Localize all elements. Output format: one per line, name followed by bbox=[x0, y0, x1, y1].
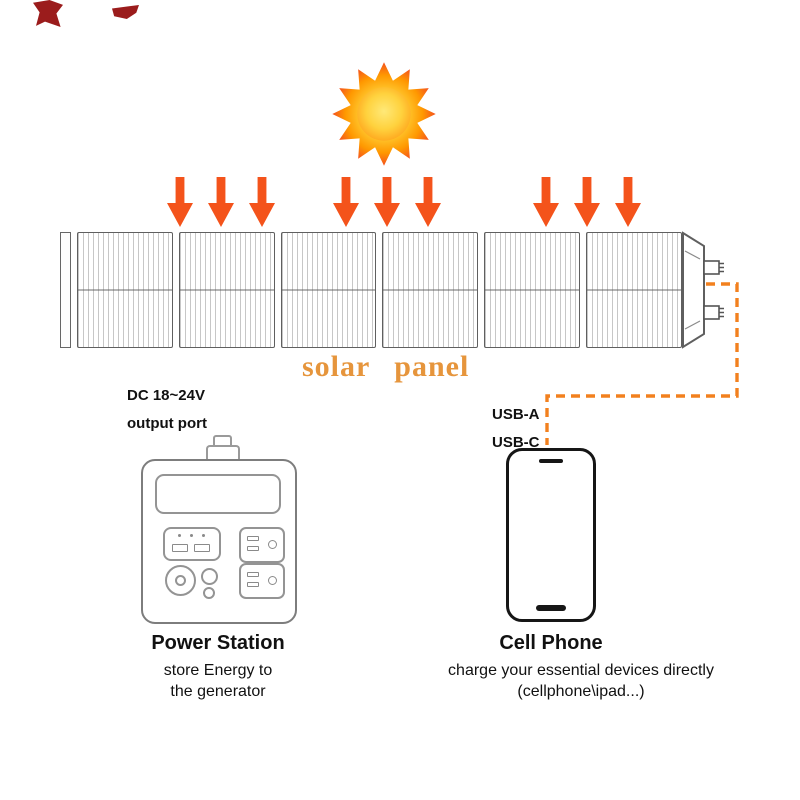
down-arrow-icon bbox=[374, 177, 400, 227]
usb-a-port bbox=[194, 544, 210, 552]
usb-ports-label: USB-A USB-C bbox=[492, 401, 540, 457]
down-arrow-icon bbox=[415, 177, 441, 227]
outlet-pin-hole bbox=[268, 576, 277, 585]
down-arrow-icon bbox=[167, 177, 193, 227]
panel-segment bbox=[280, 232, 377, 348]
panel-segment bbox=[586, 232, 682, 348]
power-station-illustration bbox=[141, 459, 297, 624]
phone-home-bar bbox=[536, 605, 566, 611]
dc-output-label-line1: DC 18~24V bbox=[127, 387, 205, 404]
outlet-slot bbox=[247, 536, 259, 541]
indicator-light bbox=[203, 587, 215, 599]
outlet-slot bbox=[247, 572, 259, 577]
solar-panel-illustration bbox=[60, 232, 682, 348]
down-arrow-icon bbox=[249, 177, 275, 227]
power-station-display bbox=[155, 474, 281, 514]
output-plug-icon bbox=[703, 260, 724, 275]
dc-output-port bbox=[165, 565, 196, 596]
power-station-caption-line2: the generator bbox=[170, 683, 266, 700]
panel-end-cap bbox=[682, 231, 705, 349]
cropped-logo-mark bbox=[112, 5, 139, 19]
power-station-caption-line1: store Energy to bbox=[163, 662, 273, 679]
dc-output-label: DC 18~24V output port bbox=[127, 382, 207, 438]
sun-icon bbox=[332, 62, 436, 166]
cell-phone-caption-line2: (cellphone\ipad...) bbox=[517, 683, 645, 700]
down-arrow-icon bbox=[208, 177, 234, 227]
panel-segment bbox=[484, 232, 581, 348]
usb-a-port bbox=[172, 544, 188, 552]
panel-segment bbox=[77, 232, 173, 348]
cell-phone-illustration bbox=[506, 448, 596, 622]
indicator-dot bbox=[178, 534, 181, 537]
ac-outlet bbox=[239, 563, 285, 599]
solar-panel-label: solar panel bbox=[302, 350, 470, 383]
ac-outlet bbox=[239, 527, 285, 563]
phone-speaker bbox=[539, 459, 563, 463]
cell-phone-title: Cell Phone bbox=[499, 632, 603, 654]
cropped-logo-mark bbox=[33, 0, 63, 27]
panel-folded-edge bbox=[60, 232, 71, 348]
output-plug-icon bbox=[703, 305, 724, 320]
panel-segment bbox=[178, 232, 275, 348]
dc-port-pin bbox=[175, 575, 186, 586]
outlet-slot bbox=[247, 582, 259, 587]
outlet-pin-hole bbox=[268, 540, 277, 549]
usb-a-label: USB-A bbox=[492, 406, 540, 423]
down-arrow-icon bbox=[333, 177, 359, 227]
down-arrow-icon bbox=[533, 177, 559, 227]
outlet-slot bbox=[247, 546, 259, 551]
power-station-title: Power Station bbox=[151, 632, 285, 654]
indicator-dot bbox=[190, 534, 193, 537]
dc-output-label-line2: output port bbox=[127, 415, 207, 432]
indicator-dot bbox=[202, 534, 205, 537]
panel-segment bbox=[382, 232, 479, 348]
down-arrow-icon bbox=[615, 177, 641, 227]
cell-phone-caption-line1: charge your essential devices directly bbox=[448, 662, 714, 679]
usb-port-cluster bbox=[163, 527, 221, 561]
down-arrow-icon bbox=[574, 177, 600, 227]
dc-output-port-small bbox=[201, 568, 218, 585]
usb-c-label: USB-C bbox=[492, 434, 540, 451]
